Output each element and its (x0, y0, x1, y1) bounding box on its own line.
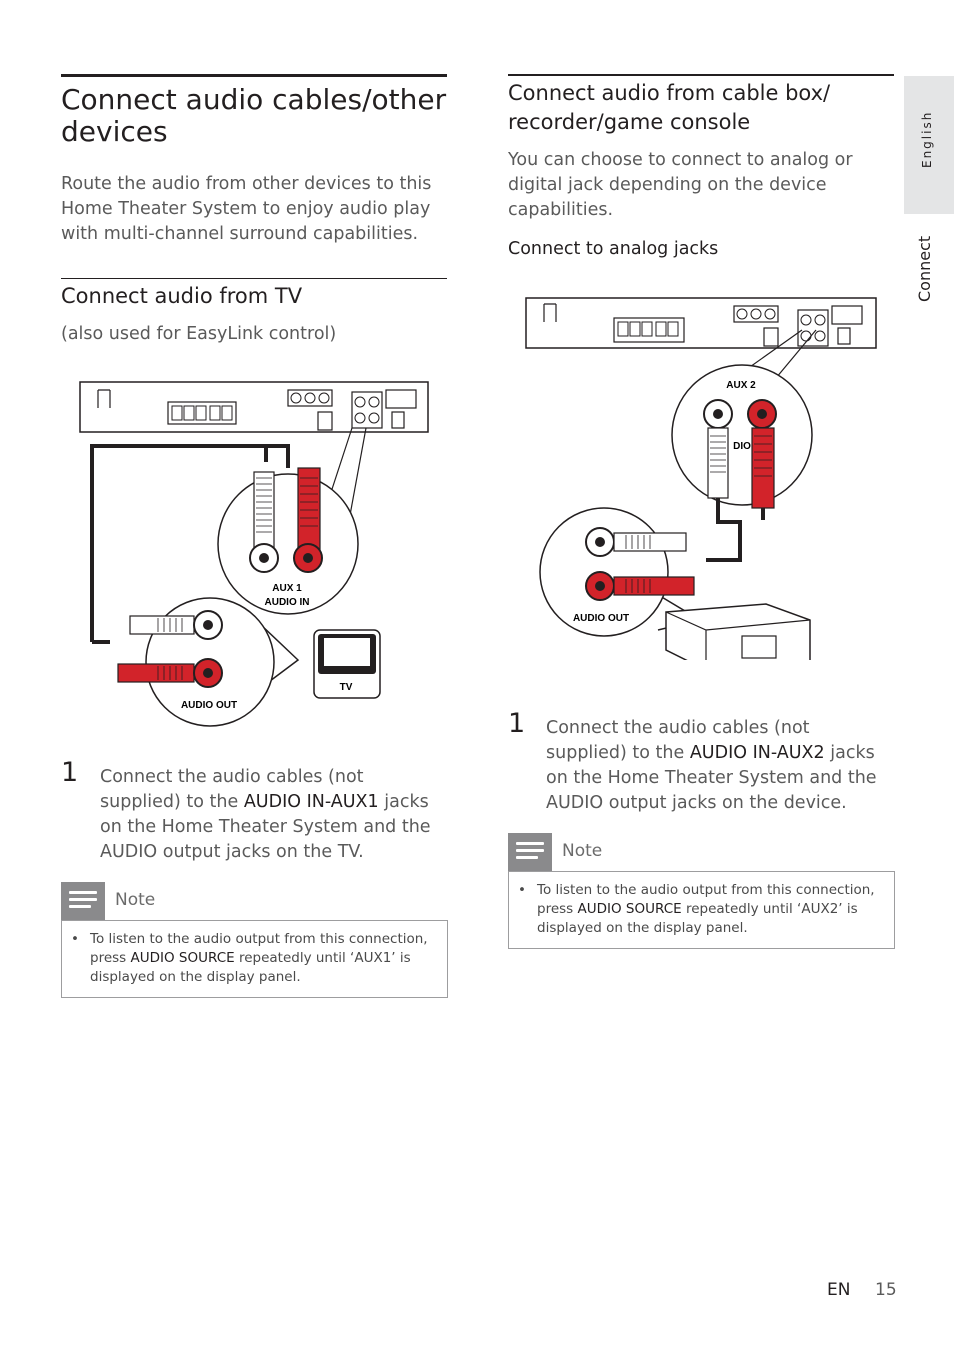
home-theater-back-panel-2 (525, 297, 877, 349)
side-tab-section: Connect (915, 235, 934, 302)
device-audio-out-callout: AUDIO OUT (539, 507, 702, 637)
intro-paragraph: Route the audio from other devices to th… (61, 174, 432, 244)
step-text-left-after: jacks on the Home Theater System and the… (100, 792, 431, 862)
note-text-left: To listen to the audio output from this … (90, 930, 435, 987)
note-text-left-before: To listen to the audio output from this … (90, 931, 428, 966)
tv-label: TV (340, 682, 353, 693)
step-text-left-before: Connect the audio cables (not supplied) … (100, 767, 364, 812)
note-label-right: Note (562, 841, 603, 861)
step-text-right-before: Connect the audio cables (not supplied) … (546, 718, 810, 763)
section-title-cable-box: Connect audio from cable box/ recorder/g… (508, 81, 831, 134)
step-number-right: 1 (508, 708, 526, 739)
subsection-title-analog: Connect to analog jacks (508, 239, 719, 259)
audio-in-label: AUDIO IN (265, 597, 310, 608)
home-theater-back-panel (79, 381, 429, 433)
note-text-right-before: To listen to the audio output from this … (537, 882, 875, 917)
analog-connection-diagram: AUX 2 DIO AUDIO OUT (525, 297, 877, 660)
note-text-right-bold: AUDIO SOURCE (577, 901, 682, 917)
note-box-left (61, 920, 448, 998)
aux1-jack-callout: AUX 1 AUDIO IN (217, 467, 359, 615)
tv-audio-out-callout: AUDIO OUT (117, 597, 300, 727)
section-rule (61, 278, 447, 279)
right-intro: You can choose to connect to analog or d… (508, 150, 853, 220)
page-title: Connect audio cables/other devices (61, 83, 447, 148)
section-subtitle: (also used for EasyLink control) (61, 324, 337, 344)
audio-out-label: AUDIO OUT (181, 700, 237, 711)
note-text-right-after: repeatedly until ‘AUX2’ is displayed on … (537, 901, 858, 936)
cable-box-device (665, 603, 811, 660)
note-text-right: To listen to the audio output from this … (537, 881, 882, 938)
right-title-rule (508, 74, 894, 76)
note-text-left-after: repeatedly until ‘AUX1’ is displayed on … (90, 950, 411, 985)
aux2-jack-callout: AUX 2 DIO (671, 364, 813, 509)
aux1-label: AUX 1 (272, 583, 302, 594)
step-text-right: Connect the audio cables (not supplied) … (546, 716, 886, 816)
note-box-right (508, 871, 895, 949)
aux2-partial-label: DIO (733, 441, 751, 452)
note-bullet-right: • (518, 882, 526, 898)
audio-out-label-2: AUDIO OUT (573, 613, 629, 624)
step-text-right-after: jacks on the Home Theater System and the… (546, 743, 877, 813)
step-number-left: 1 (61, 757, 79, 788)
footer-page-number: 15 (875, 1280, 897, 1300)
note-bullet-left: • (71, 931, 79, 947)
note-icon (61, 882, 105, 920)
footer-lang-code: EN (827, 1280, 851, 1300)
note-text-left-bold: AUDIO SOURCE (130, 950, 235, 966)
note-label-left: Note (115, 890, 156, 910)
section-title-tv: Connect audio from TV (61, 284, 303, 308)
side-tab-language: English (920, 110, 934, 168)
step-text-left-bold: AUDIO IN-AUX1 (243, 792, 379, 812)
language-side-tab (904, 76, 954, 214)
step-text-left: Connect the audio cables (not supplied) … (100, 765, 440, 865)
step-text-right-bold: AUDIO IN-AUX2 (689, 743, 825, 763)
note-icon-2 (508, 833, 552, 871)
left-title-rule (61, 74, 447, 77)
tv-device: TV (313, 629, 381, 699)
aux2-label: AUX 2 (726, 380, 756, 391)
tv-connection-diagram: AUX 1 AUDIO IN AUDIO OUT TV (79, 381, 429, 727)
